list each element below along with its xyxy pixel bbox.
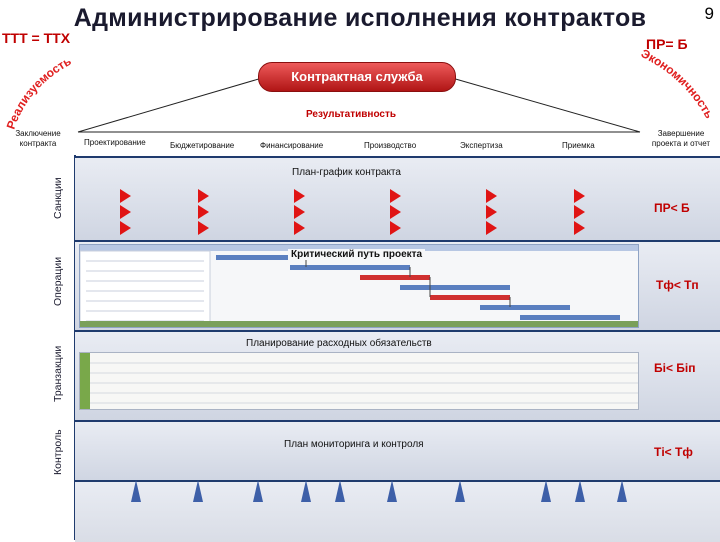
band-label-transactions: Транзакции [52,345,64,403]
arc-decoration: Реализуемость Экономичность [4,46,717,133]
contract-service-badge: Контрактная служба [258,62,456,92]
marker-triangle [198,221,209,235]
marker-triangle [120,221,131,235]
slide-number: 9 [704,4,714,23]
marker-triangle [574,189,585,203]
milestone-marker [335,480,345,502]
milestone-marker [253,480,263,502]
page-title: Администрирование исполнения контрактов [73,4,647,32]
right-formula: ПР= Б [646,36,688,52]
arc-left-text: Реализуемость [4,54,74,131]
band-milestones [75,480,720,542]
section-critical-path-title: Критический путь проекта [288,249,426,260]
band-label-operations: Операции [52,256,64,306]
marker-triangle [120,205,131,219]
trapezoid-right-line [451,77,641,133]
marker-triangle [390,221,401,235]
metric-critical-path: Тф< Тп [656,278,699,292]
milestone-marker [617,480,627,502]
milestone-marker [387,480,397,502]
milestone-markers [131,480,627,502]
phase-financing: Финансирование [260,141,324,150]
marker-triangle [486,205,497,219]
marker-triangle [294,205,305,219]
phase-acceptance: Приемка [562,141,595,150]
marker-triangle [574,205,585,219]
marker-triangle [390,205,401,219]
marker-triangle [390,189,401,203]
band-monitoring [75,420,720,482]
milestone-marker [575,480,585,502]
marker-triangle [574,221,585,235]
phase-completion-report: Завершение проекта и отчет [651,129,711,148]
milestone-marker [455,480,465,502]
section-budget-title: Планирование расходных обязательств [246,338,432,349]
milestone-marker [131,480,141,502]
arc-right-text: Экономичность [639,46,717,121]
effectiveness-label: Результативность [306,109,397,120]
trapezoid-left-line [77,77,263,133]
milestone-marker [193,480,203,502]
budget-chart-drawing [80,353,638,409]
phase-production: Производство [364,141,417,150]
left-formula: ТТТ = ТТХ [2,30,71,46]
marker-triangle [120,189,131,203]
phase-budgeting: Бюджетирование [170,141,235,150]
phase-expertise: Экспертиза [460,141,503,150]
phase-contract-conclusion: Заключение контракта [15,129,61,148]
phase-design: Проектирование [84,138,146,147]
marker-triangle [198,189,209,203]
milestone-marker [541,480,551,502]
budget-chart-screenshot [79,352,639,410]
gantt-chart-screenshot [79,244,639,328]
metric-budget: Бі< Біп [654,361,696,375]
metric-monitoring: Ті< Тф [654,445,693,459]
marker-triangle [486,221,497,235]
band-label-control: Контроль [52,429,64,475]
marker-triangle [294,189,305,203]
section-schedule-title: План-график контракта [292,167,401,178]
marker-triangle [294,221,305,235]
marker-triangle [198,205,209,219]
metric-schedule: ПР< Б [654,201,690,215]
gantt-chart-drawing [79,245,638,328]
section-monitoring-title: План мониторинга и контроля [284,439,424,450]
marker-triangle [486,189,497,203]
milestone-marker [301,480,311,502]
band-label-sanctions: Санкции [52,177,64,219]
